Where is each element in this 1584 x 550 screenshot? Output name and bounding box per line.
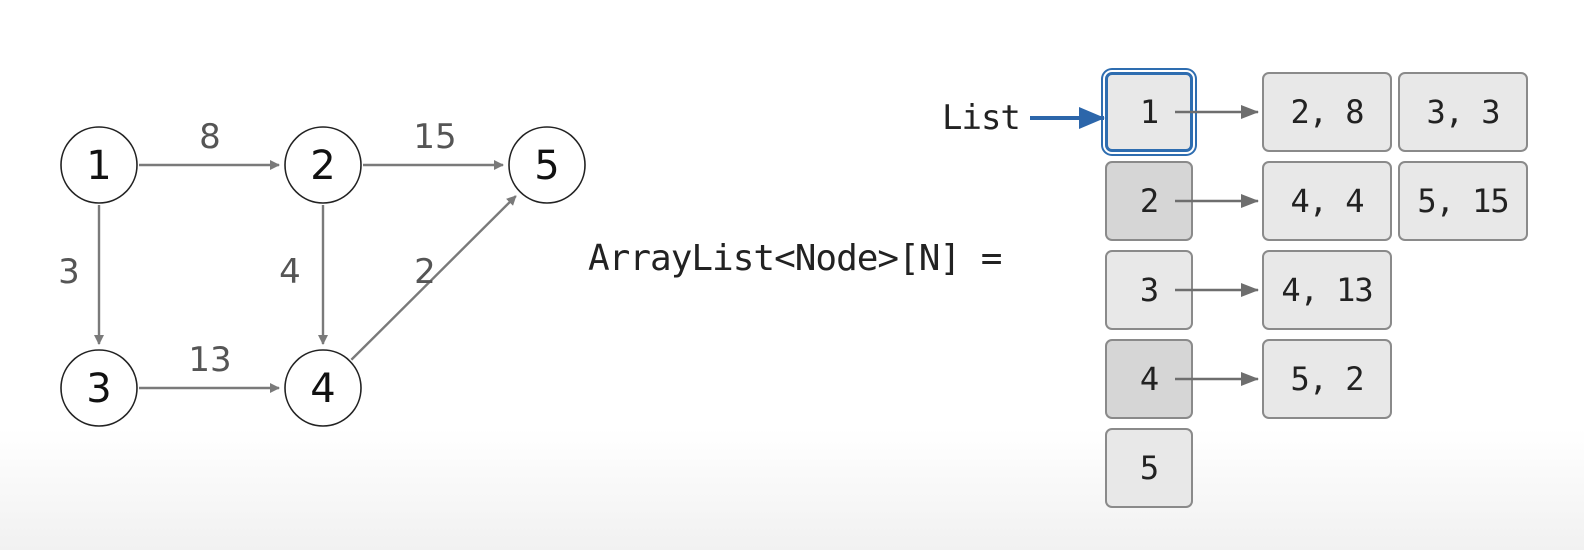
- adjacency-index-3: 3: [1105, 250, 1193, 330]
- adjacency-pair: 4, 13: [1262, 250, 1392, 330]
- graph-node-4: 4: [284, 349, 362, 427]
- adjacency-index-1: 1: [1105, 72, 1193, 152]
- node-label: 1: [86, 143, 111, 189]
- edge-weight-4-5: 2: [414, 252, 436, 292]
- adjacency-index-2: 2: [1105, 161, 1193, 241]
- graph-node-2: 2: [284, 126, 362, 204]
- edge-4-5: [350, 195, 517, 361]
- adjacency-pair: 3, 3: [1398, 72, 1528, 152]
- adjacency-pair: 5, 15: [1398, 161, 1528, 241]
- arraylist-expression: ArrayList<Node>[N] =: [588, 238, 1002, 279]
- node-circle: [508, 126, 586, 204]
- graph-node-1: 1: [60, 126, 138, 204]
- node-circle: [284, 126, 362, 204]
- adjacency-index-4: 4: [1105, 339, 1193, 419]
- node-circle: [284, 349, 362, 427]
- adjacency-pair: 2, 8: [1262, 72, 1392, 152]
- node-label: 2: [310, 143, 335, 189]
- adjacency-pair: 4, 4: [1262, 161, 1392, 241]
- list-label: List: [942, 98, 1021, 138]
- edge-weight-1-3: 3: [58, 252, 80, 292]
- graph-node-3: 3: [60, 349, 138, 427]
- adjacency-pair: 5, 2: [1262, 339, 1392, 419]
- weighted-graph: 8 15 3 4 2 13 1 2 3 4 5: [58, 117, 586, 427]
- node-label: 4: [310, 366, 335, 412]
- node-circle: [60, 349, 138, 427]
- node-label: 3: [86, 366, 111, 412]
- node-label: 5: [534, 143, 559, 189]
- graph-node-5: 5: [508, 126, 586, 204]
- edge-weight-1-2: 8: [199, 117, 221, 157]
- node-circle: [60, 126, 138, 204]
- edge-weight-3-4: 13: [188, 340, 231, 380]
- edge-weight-2-4: 4: [279, 252, 301, 292]
- adjacency-index-5: 5: [1105, 428, 1193, 508]
- edge-weight-2-5: 15: [413, 117, 456, 157]
